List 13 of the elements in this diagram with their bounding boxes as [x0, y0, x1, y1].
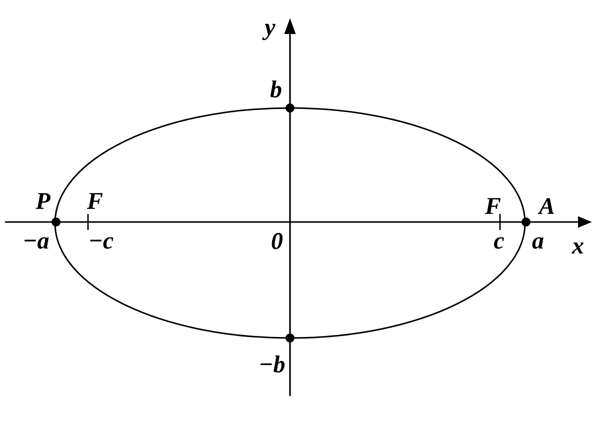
- point-label: F: [86, 193, 103, 209]
- point-label: F: [484, 198, 501, 214]
- point-label: −a: [24, 237, 49, 249]
- point-label: c: [494, 237, 504, 249]
- point-label: −c: [90, 237, 114, 249]
- axis-label: y: [262, 24, 276, 40]
- point-label: b: [270, 80, 282, 98]
- point-label: P: [36, 193, 50, 209]
- origin-label: 0: [272, 232, 283, 250]
- point-label: −b: [260, 356, 285, 372]
- point-label: A: [538, 198, 554, 214]
- point-label: a: [532, 237, 544, 249]
- axis-label: x: [572, 242, 584, 254]
